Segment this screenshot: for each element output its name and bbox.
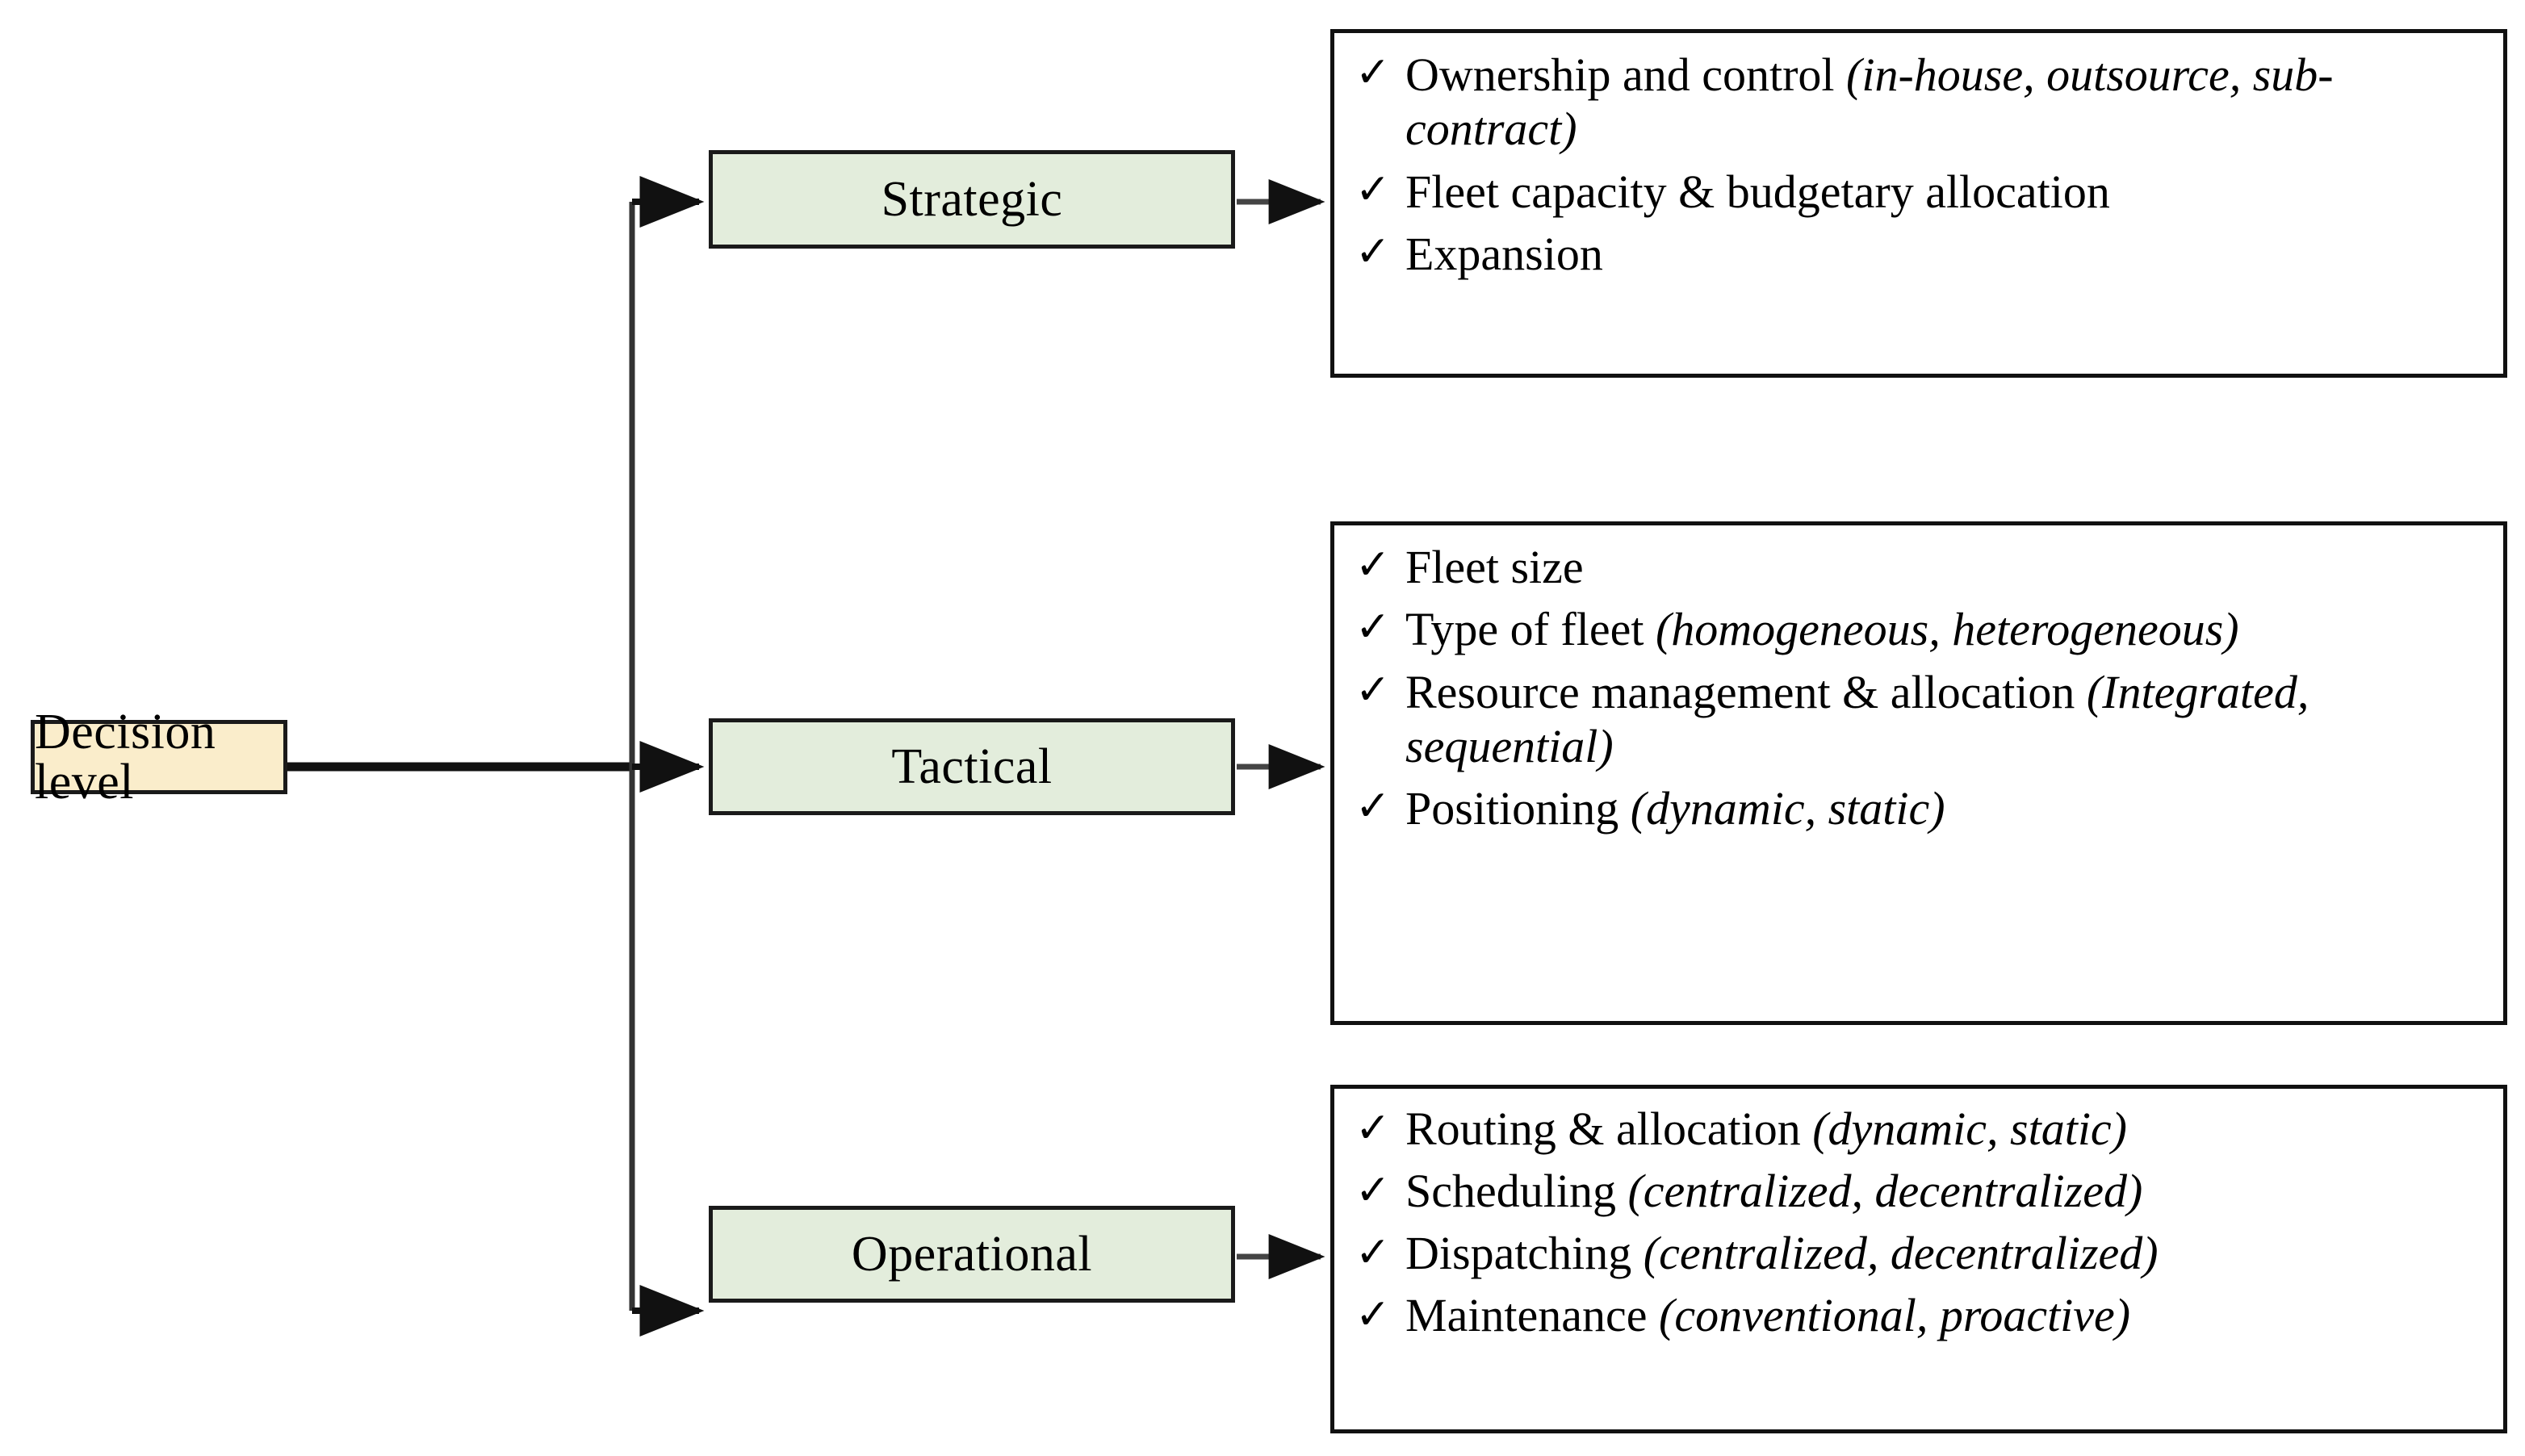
- list-item-main: Maintenance: [1405, 1288, 1660, 1341]
- operational-bullet-list: ✓ Routing & allocation (dynamic, static)…: [1355, 1102, 2485, 1342]
- node-operational-label: Operational: [851, 1227, 1093, 1282]
- check-icon: ✓: [1355, 1228, 1391, 1277]
- list-item-main: Type of fleet: [1405, 603, 1656, 656]
- list-item-paren: (in-house, outsource, sub-contract): [1405, 48, 2334, 156]
- check-icon: ✓: [1355, 1104, 1391, 1153]
- tactical-bullet-list: ✓ Fleet size ✓ Type of fleet (homogeneou…: [1355, 540, 2485, 835]
- list-item-paren: (homogeneous, heterogeneous): [1655, 603, 2239, 656]
- list-item: ✓ Dispatching (centralized, decentralize…: [1355, 1226, 2485, 1280]
- node-strategic[interactable]: Strategic: [709, 150, 1235, 249]
- list-item-text: Dispatching (centralized, decentralized): [1405, 1226, 2485, 1280]
- list-item-main: Scheduling: [1405, 1164, 1628, 1217]
- node-strategic-label: Strategic: [881, 172, 1063, 227]
- check-icon: ✓: [1355, 782, 1391, 831]
- list-item-main: Expansion: [1405, 227, 1603, 280]
- panel-tactical: ✓ Fleet size ✓ Type of fleet (homogeneou…: [1330, 521, 2507, 1025]
- list-item-paren: (dynamic, static): [1630, 782, 1945, 835]
- list-item-text: Expansion: [1405, 227, 2485, 281]
- list-item-main: Ownership and control: [1405, 48, 1847, 101]
- list-item-paren: (Integrated, sequential): [1405, 665, 2309, 772]
- list-item: ✓ Fleet capacity & budgetary allocation: [1355, 165, 2485, 219]
- node-tactical-label: Tactical: [891, 739, 1053, 794]
- check-icon: ✓: [1355, 165, 1391, 214]
- list-item-main: Dispatching: [1405, 1226, 1644, 1279]
- strategic-bullet-list: ✓ Ownership and control (in-house, outso…: [1355, 48, 2485, 281]
- check-icon: ✓: [1355, 665, 1391, 714]
- list-item-text: Scheduling (centralized, decentralized): [1405, 1165, 2485, 1218]
- list-item: ✓ Fleet size: [1355, 540, 2485, 594]
- panel-operational: ✓ Routing & allocation (dynamic, static)…: [1330, 1085, 2507, 1433]
- list-item-paren: (centralized, decentralized): [1643, 1226, 2159, 1279]
- list-item-text: Routing & allocation (dynamic, static): [1405, 1102, 2485, 1156]
- list-item: ✓ Routing & allocation (dynamic, static): [1355, 1102, 2485, 1156]
- check-icon: ✓: [1355, 227, 1391, 276]
- check-icon: ✓: [1355, 1290, 1391, 1339]
- list-item-text: Ownership and control (in-house, outsour…: [1405, 48, 2485, 157]
- list-item-text: Fleet capacity & budgetary allocation: [1405, 165, 2485, 219]
- list-item-main: Fleet capacity & budgetary allocation: [1405, 165, 2110, 218]
- node-tactical[interactable]: Tactical: [709, 718, 1235, 815]
- list-item: ✓ Type of fleet (homogeneous, heterogene…: [1355, 602, 2485, 656]
- node-operational[interactable]: Operational: [709, 1206, 1235, 1303]
- list-item: ✓ Ownership and control (in-house, outso…: [1355, 48, 2485, 157]
- list-item-main: Resource management & allocation: [1405, 665, 2087, 718]
- list-item: ✓ Positioning (dynamic, static): [1355, 781, 2485, 835]
- node-decision-level[interactable]: Decision level: [31, 707, 287, 807]
- list-item: ✓ Resource management & allocation (Inte…: [1355, 665, 2485, 774]
- check-icon: ✓: [1355, 1165, 1391, 1215]
- list-item-paren: (dynamic, static): [1812, 1102, 2127, 1155]
- list-item-paren: (centralized, decentralized): [1627, 1164, 2143, 1217]
- list-item: ✓ Scheduling (centralized, decentralized…: [1355, 1165, 2485, 1218]
- check-icon: ✓: [1355, 541, 1391, 589]
- list-item-main: Positioning: [1405, 782, 1631, 835]
- list-item-text: Fleet size: [1405, 540, 2485, 594]
- check-icon: ✓: [1355, 48, 1391, 97]
- panel-strategic: ✓ Ownership and control (in-house, outso…: [1330, 29, 2507, 378]
- list-item-text: Maintenance (conventional, proactive): [1405, 1288, 2485, 1342]
- list-item-main: Routing & allocation: [1405, 1102, 1813, 1155]
- list-item-text: Type of fleet (homogeneous, heterogeneou…: [1405, 602, 2485, 656]
- check-icon: ✓: [1355, 603, 1391, 652]
- list-item-main: Fleet size: [1405, 541, 1584, 593]
- list-item-text: Positioning (dynamic, static): [1405, 781, 2485, 835]
- node-decision-level-label: Decision level: [35, 705, 216, 810]
- list-item: ✓ Maintenance (conventional, proactive): [1355, 1288, 2485, 1342]
- list-item: ✓ Expansion: [1355, 227, 2485, 281]
- list-item-paren: (conventional, proactive): [1659, 1288, 2131, 1341]
- list-item-text: Resource management & allocation (Integr…: [1405, 665, 2485, 774]
